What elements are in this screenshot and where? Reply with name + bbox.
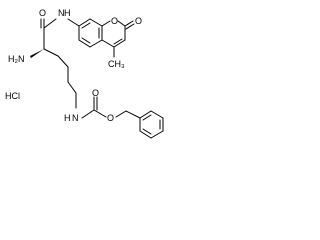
- bond-layer: [30, 18, 164, 139]
- atom-label-amide-hydrogen: H: [64, 8, 71, 18]
- bond-phenyl-5: [139, 130, 152, 139]
- atom-label-cbz-hydrogen: H: [64, 113, 71, 123]
- bond-coumarin-b5: [101, 39, 115, 48]
- bond-phenyl-inner-1: [142, 114, 152, 121]
- bond-nh-aryl: [67, 18, 80, 27]
- bond-beta-gamma: [57, 55, 69, 68]
- structure-canvas: O N H H₂N O O CH₃ N H O O HCl: [5, 8, 164, 139]
- bond-alpha-beta: [43, 48, 59, 57]
- bond-coumarin-b2: [117, 20, 126, 27]
- bond-coumarin-a4: [89, 39, 103, 48]
- label-layer: O N H H₂N O O CH₃ N H O O HCl: [5, 8, 142, 123]
- bond-coumarin-a-inner-1: [81, 22, 91, 29]
- atom-label-cbz-ester-oxygen: O: [107, 113, 114, 123]
- atom-label-cbz-nitrogen: N: [72, 113, 79, 123]
- bond-coumarin-a2: [89, 18, 103, 27]
- bond-cbz-n-carbonyl: [81, 109, 95, 119]
- atom-label-ring-oxygen: O: [111, 16, 118, 26]
- atom-label-cbz-carbonyl-oxygen: O: [92, 88, 99, 98]
- bond-ch2-phenyl: [125, 110, 141, 119]
- counterion-label: HCl: [5, 91, 20, 101]
- bond-coumarin-a-inner-3: [81, 37, 91, 44]
- atom-label-carbonyl-oxygen: O: [135, 16, 142, 26]
- bond-coumarin-carbonyl-o-1: [124, 20, 134, 27]
- bond-phenyl-2: [150, 110, 164, 119]
- bond-coumarin-b4: [113, 39, 126, 48]
- atom-label-methyl: CH₃: [108, 59, 125, 69]
- bond-coumarin-b4-inner: [113, 38, 123, 45]
- bond-coumarin-a1: [78, 18, 91, 27]
- bond-phenyl-1: [139, 110, 152, 119]
- bond-alpha-amine-hashed: [30, 49, 44, 58]
- bond-coumarin-b1: [101, 20, 111, 27]
- atom-label-amide-oxygen: O: [39, 8, 46, 18]
- atom-label-amide-nitrogen: N: [58, 8, 65, 18]
- bond-phenyl-4: [150, 130, 164, 139]
- bond-delta-epsilon: [67, 81, 77, 94]
- bond-carbonyl-nh: [43, 18, 57, 29]
- bond-cbz-carbonyl-oester: [93, 109, 107, 118]
- bond-coumarin-a5: [78, 39, 91, 48]
- bond-coumarin-carbonyl-o-2: [125, 23, 135, 30]
- bond-phenyl-inner-3: [142, 128, 152, 135]
- atom-label-amine: H₂N: [8, 54, 25, 64]
- bond-oester-ch2: [115, 110, 127, 118]
